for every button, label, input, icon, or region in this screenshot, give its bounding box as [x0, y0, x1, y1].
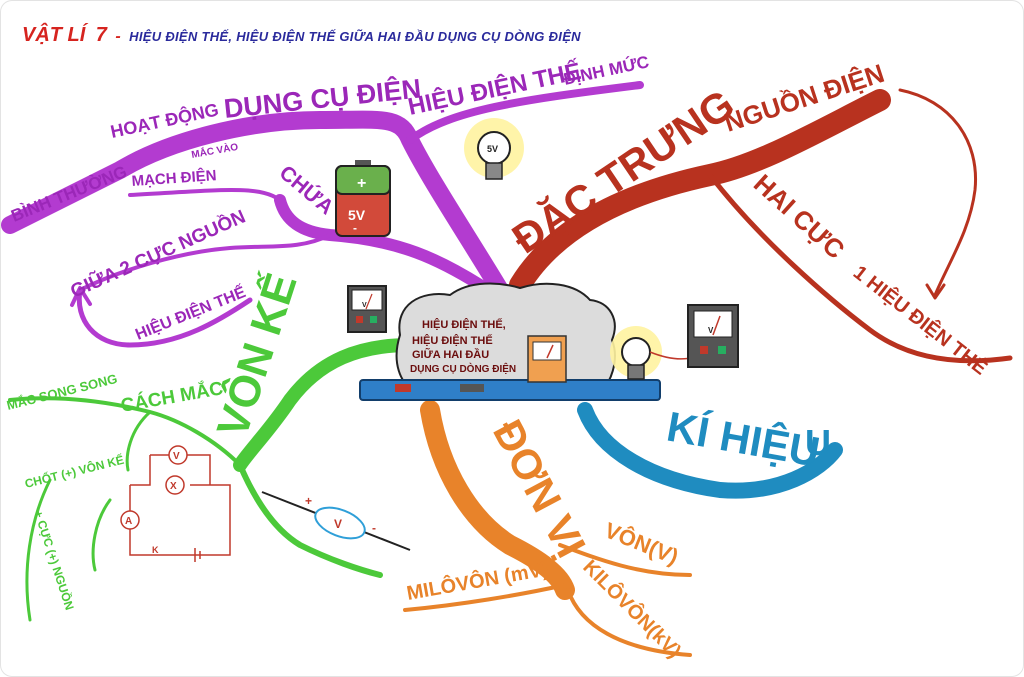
- between-label: GIỮA 2 CỰC NGUỒN: [67, 206, 249, 303]
- title-topic: HIỆU ĐIỆN THẾ, HIỆU ĐIỆN THẾ GIỮA HAI ĐẦ…: [129, 29, 581, 44]
- orange-branch: ĐƠN VỊ VÔN(V) MILÔVÔN (mV) KILÔVÔN(kV): [403, 400, 692, 663]
- terminal-label: CHỐT (+) VÔN KẾ: [23, 452, 125, 491]
- line-minus-label: -: [372, 521, 376, 535]
- poles-label: HAI CỰC: [748, 168, 851, 265]
- symbol-label: U: [805, 422, 831, 463]
- title-subject: VẬT LÍ: [22, 24, 86, 46]
- circuit-a-label: A: [125, 516, 132, 527]
- meter-label-right: V: [708, 326, 714, 335]
- title-grade: 7: [95, 24, 107, 46]
- line-v-label: V: [334, 517, 342, 531]
- circuit-diagram: V X A K: [120, 445, 231, 562]
- center-line2: HIỆU ĐIỆN THẾ: [412, 334, 493, 347]
- voltmeter-symbol-line: V + -: [261, 491, 411, 551]
- page-title: VẬT LÍ 7 - HIỆU ĐIỆN THẾ, HIỆU ĐIỆN THẾ …: [22, 24, 581, 47]
- circuit-label: MẠCH ĐIỆN: [131, 166, 217, 190]
- center-line3: GIỮA HAI ĐẦU: [412, 348, 489, 361]
- how-label: CÁCH MẮC: [119, 377, 225, 417]
- voltmeter-icon-left: V: [347, 285, 387, 333]
- circuit-v-label: V: [173, 451, 180, 462]
- svg-text:-: -: [353, 221, 357, 235]
- normal-label: BÌNH THƯỜNG: [8, 162, 129, 226]
- circuit-k-label: K: [152, 545, 159, 555]
- circuit-x-label: X: [170, 481, 177, 492]
- voltmeter-icon-right: V: [687, 304, 739, 368]
- one-voltage-label: 1 HIỆU ĐIỆN THẾ: [849, 260, 993, 379]
- blue-main-label: KÍ HIỆU: [663, 402, 823, 476]
- svg-text:+: +: [357, 175, 366, 192]
- circuit-board: [359, 379, 661, 401]
- millivolt-label: MILÔVÔN (mV): [405, 556, 550, 605]
- board-lightbulb-icon: [610, 326, 706, 380]
- meter-label-left: V: [362, 302, 367, 309]
- center-line1: HIỆU ĐIỆN THẾ,: [422, 318, 506, 331]
- rated-voltage-label: HIỆU ĐIỆN THẾ: [405, 57, 583, 121]
- parallel-label: MẮC SONG SONG: [5, 371, 119, 413]
- title-dash: -: [115, 28, 121, 45]
- pole-label: + CỰC (+) NGUỒN: [31, 508, 77, 612]
- battery-label: 5V: [348, 207, 366, 223]
- center-line4: DỤNG CỤ DÒNG ĐIỆN: [410, 362, 516, 375]
- lightbulb-icon: 5V: [464, 118, 524, 180]
- board-switch: [395, 384, 411, 392]
- board-resistor: [460, 384, 484, 392]
- blue-branch: KÍ HIỆU U: [577, 402, 843, 499]
- line-plus-label: +: [305, 494, 312, 508]
- center-node: HIỆU ĐIỆN THẾ, HIỆU ĐIỆN THẾ GIỮA HAI ĐẦ…: [359, 282, 661, 401]
- bulb-label: 5V: [487, 144, 498, 154]
- battery-icon: + 5V -: [335, 160, 391, 237]
